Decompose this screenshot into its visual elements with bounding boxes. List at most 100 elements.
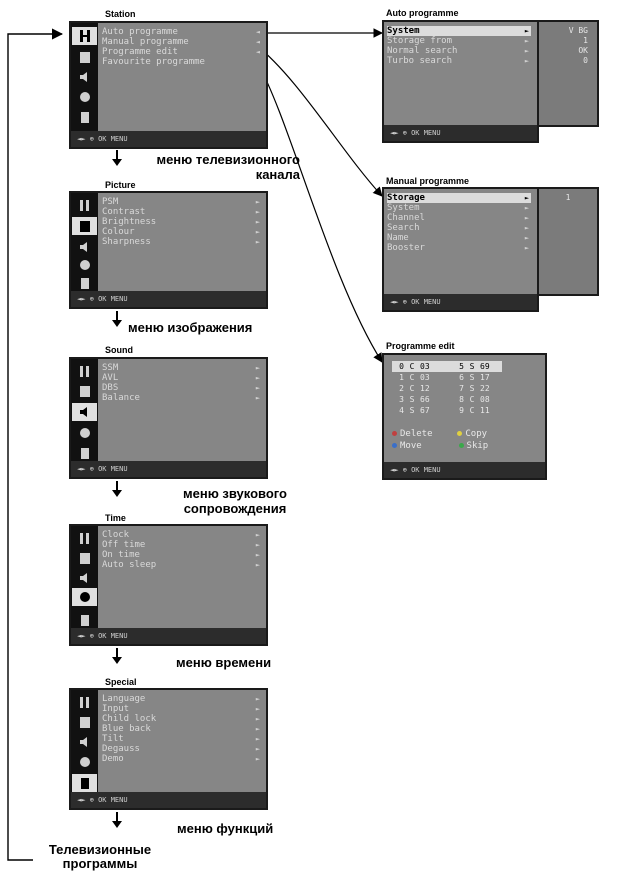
- sound-caption: меню звукового сопровождения: [183, 486, 287, 516]
- menu-item-balance[interactable]: Balance►: [102, 393, 260, 403]
- delete-dot-icon: [392, 431, 397, 436]
- menu-item-manual-programme[interactable]: Manual programme◄: [102, 37, 260, 47]
- special-icon[interactable]: [74, 612, 95, 628]
- menu-item-storage-from[interactable]: Storage from►: [387, 36, 529, 46]
- picture-icon[interactable]: [72, 217, 97, 235]
- station-icon[interactable]: [74, 363, 95, 379]
- special-icon[interactable]: [74, 445, 95, 461]
- down-arrow: [112, 481, 122, 497]
- special-icon[interactable]: [72, 774, 97, 792]
- time-icon[interactable]: [72, 588, 97, 606]
- auto-programme-title: Auto programme: [386, 8, 459, 18]
- sound-icon[interactable]: [74, 734, 95, 750]
- menu-item-child-lock[interactable]: Child lock►: [102, 714, 260, 724]
- legend-copy: Copy: [465, 429, 488, 439]
- menu-item-programme-edit[interactable]: Programme edit◄: [102, 47, 260, 57]
- sound-icon[interactable]: [72, 403, 97, 421]
- station-icon[interactable]: [74, 694, 95, 710]
- menu-item-channel[interactable]: Channel►: [387, 213, 529, 223]
- menu-item-off-time[interactable]: Off time►: [102, 540, 260, 550]
- menu-item-dbs[interactable]: DBS►: [102, 383, 260, 393]
- menu-item-input[interactable]: Input►: [102, 704, 260, 714]
- sound-icon[interactable]: [74, 69, 95, 85]
- down-arrow: [112, 812, 122, 828]
- down-arrow: [112, 648, 122, 664]
- special-icon[interactable]: [74, 109, 95, 125]
- picture-icon[interactable]: [74, 714, 95, 730]
- legend-skip: Skip: [466, 441, 489, 451]
- icon-bar: [71, 193, 98, 291]
- manual-programme-values: 1: [539, 187, 599, 296]
- time-icon[interactable]: [74, 425, 95, 441]
- picture-icon[interactable]: [74, 550, 95, 566]
- menu-item-name[interactable]: Name►: [387, 233, 529, 243]
- picture-screen: PSM► Contrast► Brightness► Colour► Sharp…: [69, 191, 268, 309]
- time-caption: меню времени: [176, 655, 272, 670]
- menu-item-ssm[interactable]: SSM►: [102, 363, 260, 373]
- menu-item-tilt[interactable]: Tilt►: [102, 734, 260, 744]
- menu-item-system[interactable]: System►: [387, 26, 531, 36]
- station-icon[interactable]: [72, 27, 97, 45]
- time-icon[interactable]: [74, 257, 95, 273]
- legend-row-2: Move Skip: [392, 441, 488, 451]
- manual-programme-screen: Storage► System► Channel► Search► Name► …: [382, 187, 539, 312]
- menu-item-sharpness[interactable]: Sharpness►: [102, 237, 260, 247]
- special-icon[interactable]: [74, 275, 95, 291]
- arrow-to-programme-edit: [257, 63, 383, 363]
- picture-icon[interactable]: [74, 383, 95, 399]
- station-icon[interactable]: [74, 530, 95, 546]
- menu-item-on-time[interactable]: On time►: [102, 550, 260, 560]
- menu-item-system[interactable]: System►: [387, 203, 529, 213]
- menu-footer: ◄► ⊕ OK MENU: [384, 294, 537, 310]
- sound-icon[interactable]: [74, 239, 95, 255]
- special-screen: Language► Input► Child lock► Blue back► …: [69, 688, 268, 810]
- time-icon[interactable]: [74, 754, 95, 770]
- menu-item-avl[interactable]: AVL►: [102, 373, 260, 383]
- time-screen: Clock► Off time► On time► Auto sleep► ◄►…: [69, 524, 268, 646]
- auto-programme-screen: System► Storage from► Normal search► Tur…: [382, 20, 539, 143]
- time-title: Time: [105, 513, 126, 523]
- menu-item-booster[interactable]: Booster►: [387, 243, 529, 253]
- station-icon[interactable]: [74, 197, 95, 213]
- menu-item-demo[interactable]: Demo►: [102, 754, 260, 764]
- menu-item-brightness[interactable]: Brightness►: [102, 217, 260, 227]
- legend-move: Move: [400, 441, 422, 451]
- picture-title: Picture: [105, 180, 136, 190]
- menu-item-normal-search[interactable]: Normal search►: [387, 46, 529, 56]
- picture-icon[interactable]: [74, 49, 95, 65]
- legend-row-1: Delete Copy: [392, 429, 487, 439]
- menu-item-degauss[interactable]: Degauss►: [102, 744, 260, 754]
- menu-item-auto-programme[interactable]: Auto programme◄: [102, 27, 260, 37]
- icon-bar: [71, 690, 98, 792]
- sound-icon[interactable]: [74, 570, 95, 586]
- menu-item-language[interactable]: Language►: [102, 694, 260, 704]
- menu-item-clock[interactable]: Clock►: [102, 530, 260, 540]
- picture-items: PSM► Contrast► Brightness► Colour► Sharp…: [102, 197, 262, 247]
- value-turbo-search: 0: [583, 56, 588, 65]
- menu-item-colour[interactable]: Colour►: [102, 227, 260, 237]
- time-icon[interactable]: [74, 89, 95, 105]
- menu-item-storage[interactable]: Storage►: [387, 193, 531, 203]
- menu-footer: ◄► ⊕ OK MENU: [71, 792, 266, 808]
- station-title: Station: [105, 9, 136, 19]
- return-label: Телевизионные программы: [48, 842, 152, 871]
- menu-item-contrast[interactable]: Contrast►: [102, 207, 260, 217]
- menu-item-favourite-programme[interactable]: Favourite programme: [102, 57, 205, 67]
- menu-item-psm[interactable]: PSM►: [102, 197, 260, 207]
- copy-dot-icon: [457, 431, 463, 436]
- menu-item-auto-sleep[interactable]: Auto sleep►: [102, 560, 260, 570]
- return-loop-line: [7, 28, 64, 861]
- menu-item-turbo-search[interactable]: Turbo search►: [387, 56, 529, 66]
- sound-items: SSM► AVL► DBS► Balance►: [102, 363, 262, 403]
- menu-item-blue-back[interactable]: Blue back►: [102, 724, 260, 734]
- menu-item-search[interactable]: Search►: [387, 223, 529, 233]
- menu-footer: ◄► ⊕ OK MENU: [71, 461, 266, 477]
